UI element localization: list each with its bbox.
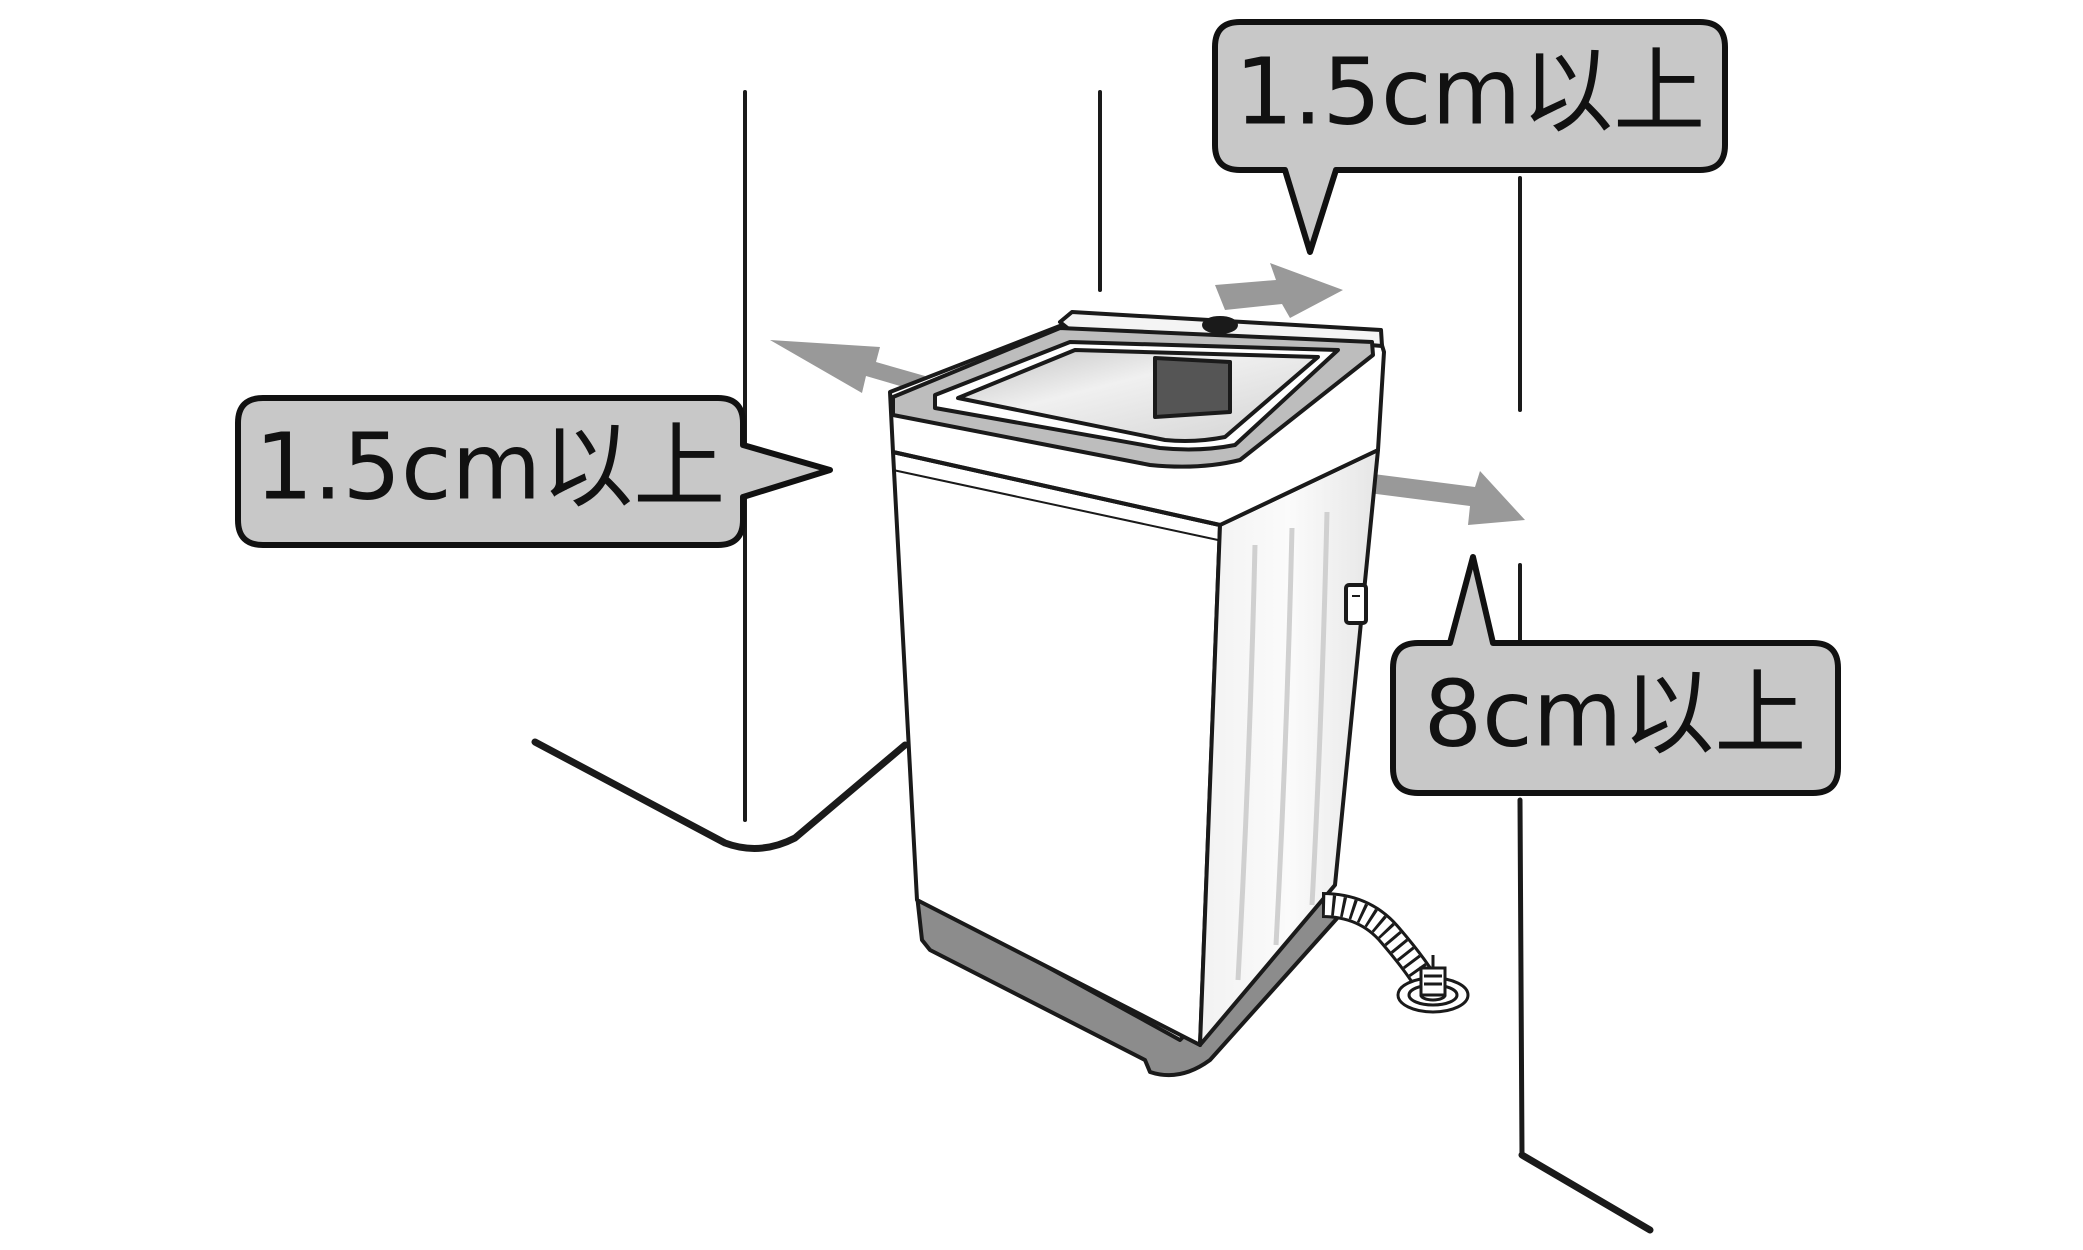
callout-left-clearance-box [235,395,833,548]
callout-back-clearance: 1.5cm以上 [1212,19,1728,255]
callout-right-clearance: 8cm以上 [1390,554,1841,796]
control-knob [1202,316,1238,334]
floor-drain [1396,955,1470,1014]
right-clearance-arrow [1345,471,1525,525]
side-ribs [1235,511,1330,981]
callout-back-clearance-box [1212,19,1728,255]
washing-machine [888,310,1386,1078]
left-floor-corner [531,738,909,852]
drain-hose [1321,892,1442,997]
machine-base [915,893,1342,1078]
callout-left-clearance: 1.5cm以上 [235,395,833,548]
drum-window [1153,356,1232,419]
callout-back-clearance-label: 1.5cm以上 [1235,38,1706,145]
callout-right-clearance-label: 8cm以上 [1424,660,1807,767]
right-wall-edge-low [1517,797,1525,1158]
callout-right-clearance-box [1390,554,1841,796]
callout-left-clearance-label: 1.5cm以上 [255,413,726,520]
back-clearance-arrow [1215,263,1343,318]
clearance-arrows [770,263,1525,525]
side-handle [1344,583,1368,625]
left-clearance-arrow [770,340,925,393]
right-floor-edge [1518,1151,1654,1234]
